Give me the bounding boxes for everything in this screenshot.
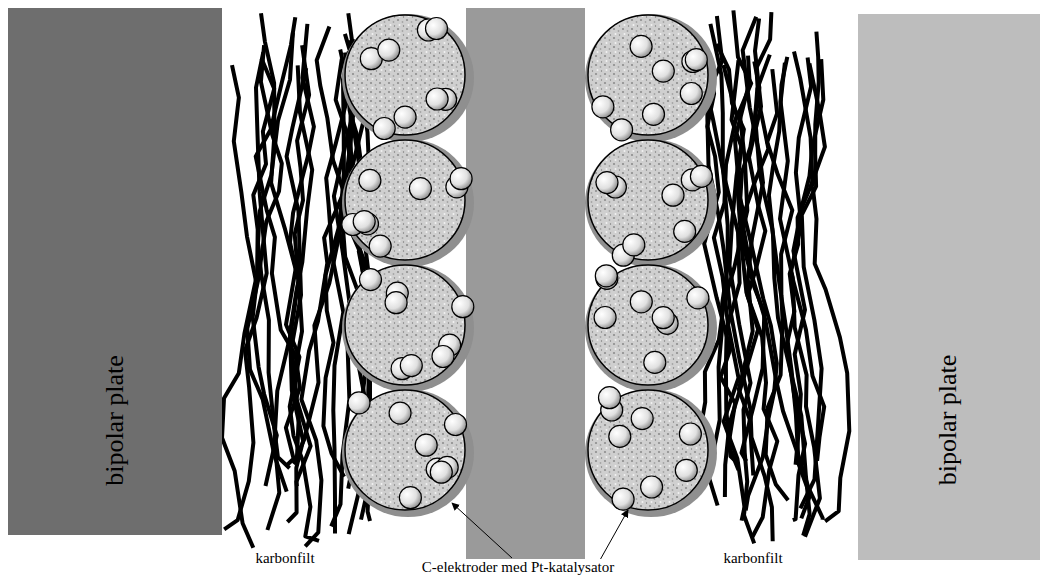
pt-catalyst <box>596 172 618 194</box>
pt-catalyst <box>679 423 701 445</box>
carbon-felt <box>222 10 849 547</box>
pt-catalyst <box>675 459 697 481</box>
pt-catalyst <box>599 387 621 409</box>
pt-catalyst <box>685 49 707 71</box>
pt-catalyst <box>674 220 696 242</box>
ionomer-film <box>342 264 474 392</box>
pt-catalyst <box>445 414 467 436</box>
pt-catalyst <box>359 169 381 191</box>
pt-catalyst <box>353 211 375 233</box>
part-label: karbonfilt <box>721 550 784 567</box>
pt-catalyst <box>623 234 645 256</box>
pt-catalyst <box>643 103 665 125</box>
pt-catalyst <box>409 178 431 200</box>
pt-catalyst <box>594 307 616 329</box>
pt-catalyst <box>687 287 709 309</box>
part-label: C-elektroder med Pt-katalysator <box>420 559 616 576</box>
carbon-fiber <box>258 33 293 469</box>
pt-catalyst <box>389 402 411 424</box>
pt-catalyst <box>415 434 437 456</box>
pt-catalyst <box>612 488 634 510</box>
pt-catalyst <box>432 346 454 368</box>
bipolar-plate: bipolar plate <box>858 14 1040 560</box>
part-label: karbonfilt <box>253 550 316 567</box>
pt-catalyst <box>595 265 617 287</box>
pt-catalyst <box>611 119 633 141</box>
ionomer-film <box>342 389 474 517</box>
pt-catalyst <box>360 269 382 291</box>
carbon-particle <box>345 140 465 260</box>
pt-catalyst <box>378 39 400 61</box>
pt-catalyst <box>641 476 663 498</box>
carbon-fiber <box>224 52 267 529</box>
plate-label: bipolar plate <box>933 355 963 486</box>
pt-catalyst <box>631 408 653 430</box>
ionomer-film <box>585 14 717 142</box>
leader-line <box>600 510 628 560</box>
pt-catalyst <box>644 351 666 373</box>
pt-catalyst <box>662 184 684 206</box>
ionomer-film <box>585 264 717 392</box>
carbon-fiber <box>742 12 823 520</box>
plate-label: bipolar plate <box>100 355 130 486</box>
pt-catalyst <box>450 168 472 190</box>
carbon-fiber <box>287 68 311 486</box>
pt-catalyst <box>592 96 614 118</box>
pt-catalyst <box>394 106 416 128</box>
pt-catalyst <box>652 307 674 329</box>
ionomer-film <box>585 139 717 267</box>
leader-line <box>452 503 512 558</box>
pt-catalyst <box>385 292 407 314</box>
pt-catalyst <box>348 392 370 414</box>
pt-catalyst <box>373 118 395 140</box>
ionomer-film <box>342 139 474 267</box>
pt-catalyst <box>630 291 652 313</box>
carbon-particle <box>345 390 465 510</box>
pt-catalyst <box>690 165 712 187</box>
carbon-electrode-particles <box>342 14 717 517</box>
carbon-particle <box>345 15 465 135</box>
carbon-particle <box>588 265 708 385</box>
carbon-fiber <box>800 32 821 509</box>
pt-catalyst <box>426 88 448 110</box>
pt-catalyst <box>400 355 422 377</box>
carbon-particle <box>345 265 465 385</box>
pt-catalyst <box>430 461 452 483</box>
membrane <box>466 8 585 560</box>
pt-catalyst <box>369 235 391 257</box>
carbon-particle <box>588 140 708 260</box>
pt-catalyst <box>652 60 674 82</box>
pt-catalyst <box>680 83 702 105</box>
pt-catalyst <box>399 487 421 509</box>
pt-catalyst <box>452 296 474 318</box>
carbon-fiber <box>707 68 773 542</box>
bipolar-plate: bipolar plate <box>8 8 222 535</box>
pt-catalyst <box>426 18 448 40</box>
pt-catalyst <box>609 425 631 447</box>
pt-catalyst <box>630 35 652 57</box>
ionomer-film <box>342 14 474 142</box>
carbon-particle <box>588 15 708 135</box>
